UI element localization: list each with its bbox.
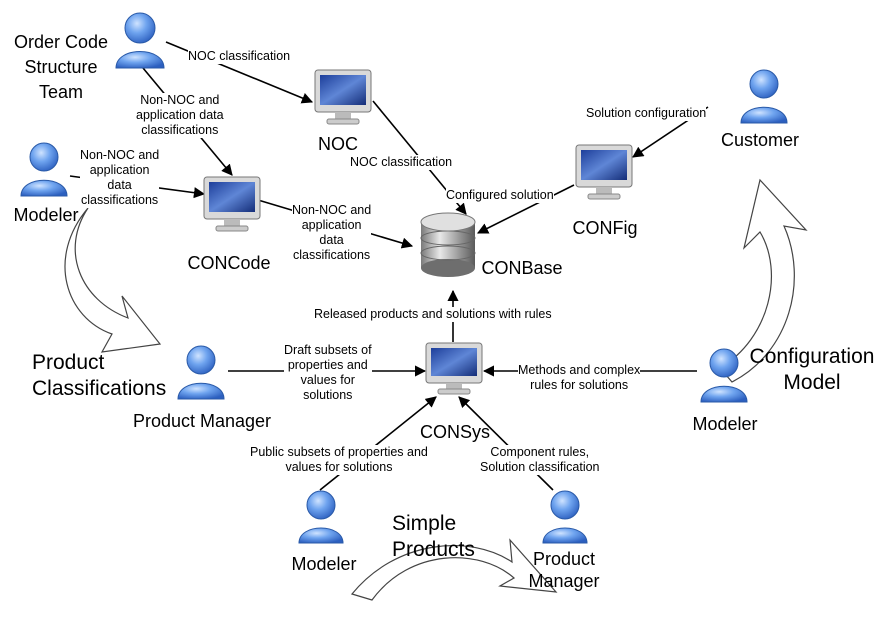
monitor-icons	[203, 69, 633, 395]
edge-label-solution-configuration: Solution configuration	[586, 106, 707, 121]
monitor-icon	[575, 144, 633, 200]
person-icons	[20, 12, 788, 544]
actor-modeler-left: Modeler	[13, 205, 79, 225]
edge-modeler-bottom-consys	[319, 396, 437, 491]
actor-product-manager-bottom: Product Manager	[528, 549, 600, 591]
person-icon	[542, 490, 588, 544]
configuration-model-arrow	[719, 178, 808, 383]
monitor-icon	[314, 69, 372, 125]
edge-label-configured-solution: Configured solution	[446, 188, 554, 203]
product-classifications-arrow	[64, 207, 162, 353]
monitor-icon	[203, 176, 261, 232]
simple-products-arrow	[350, 538, 558, 601]
person-icon	[115, 12, 165, 69]
database-icon	[420, 212, 476, 277]
phase-arrows	[64, 178, 808, 601]
phase-product-classifications: Product Classifications	[32, 351, 167, 400]
person-icon	[298, 490, 344, 544]
actor-modeler-bottom: Modeler	[291, 554, 357, 574]
edge-label-nonnoc-team: Non-NOC and application data classificat…	[136, 93, 224, 138]
edge-pm-bottom-consys	[458, 396, 554, 491]
system-consys: CONSys	[419, 422, 490, 442]
actor-modeler-right: Modeler	[692, 414, 758, 434]
system-config: CONFig	[572, 218, 638, 238]
person-icon	[177, 345, 225, 400]
edge-label-public-subsets: Public subsets of properties and values …	[250, 445, 428, 475]
system-conbase: CONBase	[481, 258, 563, 278]
edge-label-noc-classification-top: NOC classification	[188, 49, 291, 64]
edge-label-nonnoc-concode: Non-NOC and application data classificat…	[292, 203, 372, 263]
edge-label-draft-subsets: Draft subsets of properties and values f…	[284, 343, 372, 403]
person-icon	[740, 69, 788, 124]
actor-product-manager-left: Product Manager	[132, 411, 272, 431]
monitor-icon	[425, 342, 483, 395]
edge-label-noc-classification-mid: NOC classification	[350, 155, 453, 170]
person-icon	[700, 348, 748, 403]
system-noc: NOC	[318, 134, 358, 154]
actor-customer: Customer	[720, 130, 800, 150]
edge-config-conbase	[476, 184, 575, 234]
phase-simple-products: Simple Products	[392, 512, 475, 561]
edge-label-methods-rules: Methods and complex rules for solutions	[518, 363, 641, 393]
system-concode: CONCode	[187, 253, 271, 273]
edge-label-component-rules: Component rules, Solution classification	[480, 445, 600, 475]
phase-configuration-model: Configuration Model	[749, 345, 875, 394]
actor-order-code-team: Order Code Structure Team	[13, 32, 109, 102]
person-icon	[20, 142, 68, 197]
edge-label-nonnoc-modeler: Non-NOC and application data classificat…	[80, 148, 160, 208]
edge-label-released-products: Released products and solutions with rul…	[314, 307, 552, 322]
